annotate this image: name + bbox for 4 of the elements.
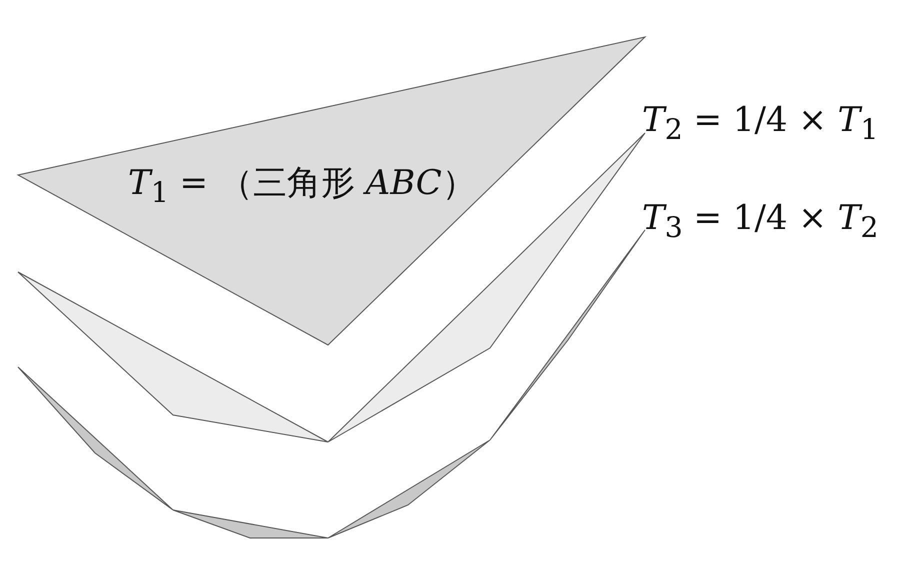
triangle-shape bbox=[18, 37, 645, 345]
formula-label: T$_{3}$ = 1/4 × T$_{2}$ bbox=[642, 198, 878, 244]
formula-label: T$_{1}$ = （三角形 ABC） bbox=[128, 162, 476, 209]
formula-label: T$_{2}$ = 1/4 × T$_{1}$ bbox=[642, 100, 878, 146]
